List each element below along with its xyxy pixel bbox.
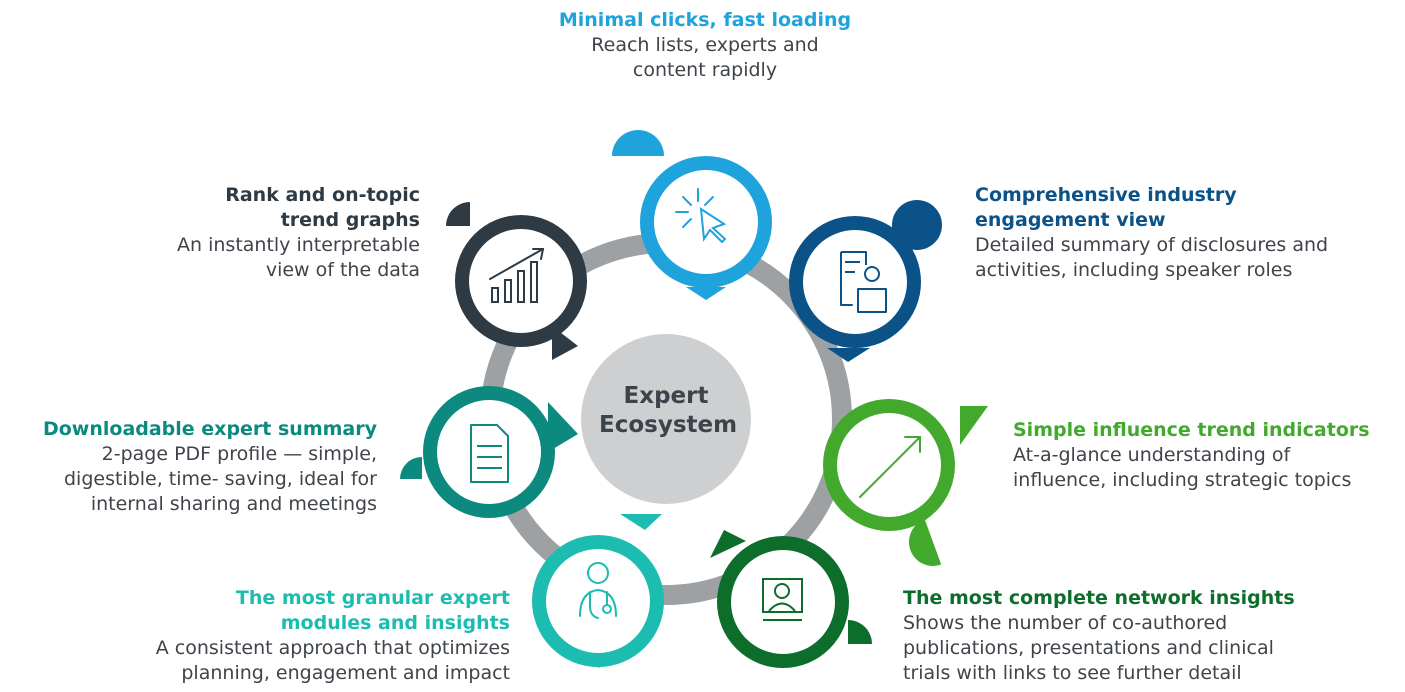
- feature-upper-right-title-line1: Comprehensive industry: [975, 184, 1237, 206]
- feature-left-desc-line3: internal sharing and meetings: [90, 493, 377, 515]
- feature-upper-right-title-line2: engagement view: [975, 209, 1166, 231]
- feature-top-desc-line1: Reach lists, experts and: [591, 34, 819, 56]
- feature-upper-left: Rank and on-topic trend graphs An instan…: [100, 183, 420, 283]
- cursor-click-icon: [675, 188, 727, 244]
- node-top: [612, 130, 772, 300]
- feature-upper-right-desc-line2: activities, including speaker roles: [975, 259, 1293, 281]
- feature-upper-right-desc-line1: Detailed summary of disclosures and: [975, 234, 1329, 256]
- feature-lower-right: The most complete network insights Shows…: [903, 586, 1383, 686]
- feature-right-title: Simple influence trend indicators: [1013, 419, 1370, 441]
- feature-upper-left-desc-line2: view of the data: [265, 259, 420, 281]
- feature-upper-left-title-line2: trend graphs: [280, 209, 420, 231]
- feature-lower-left-title-line1: The most granular expert: [235, 587, 510, 609]
- feature-top-title: Minimal clicks, fast loading: [558, 9, 852, 31]
- feature-right-desc-line1: At-a-glance understanding of: [1013, 444, 1291, 466]
- feature-lower-right-title: The most complete network insights: [903, 587, 1295, 609]
- bar-chart-icon: [489, 248, 545, 303]
- node-upper-right: [789, 200, 942, 362]
- feature-lower-right-desc-line1: Shows the number of co-authored: [903, 612, 1228, 634]
- center-label: Expert Ecosystem: [599, 382, 738, 440]
- document-icon: [470, 424, 509, 483]
- node-left: [400, 386, 578, 518]
- feature-left-desc-line2: digestible, time- saving, ideal for: [63, 468, 377, 490]
- feature-lower-left: The most granular expert modules and ins…: [50, 586, 510, 686]
- presenter-icon: [762, 578, 803, 621]
- feature-right: Simple influence trend indicators At-a-g…: [1013, 418, 1403, 493]
- feature-lower-left-desc-line2: planning, engagement and impact: [181, 662, 510, 684]
- center-label-line1: Expert: [623, 383, 709, 409]
- feature-upper-left-title-line1: Rank and on-topic: [225, 184, 420, 206]
- feature-top-desc-line2: content rapidly: [632, 59, 778, 81]
- node-lower-left: [532, 514, 664, 668]
- node-right: [823, 399, 988, 566]
- feature-lower-right-desc-line3: trials with links to see further detail: [903, 662, 1242, 684]
- person-document-icon: [840, 251, 887, 313]
- feature-lower-left-title-line2: modules and insights: [280, 612, 510, 634]
- feature-left: Downloadable expert summary 2-page PDF p…: [2, 417, 377, 517]
- feature-upper-right: Comprehensive industry engagement view D…: [975, 183, 1395, 283]
- feature-top: Minimal clicks, fast loading Reach lists…: [505, 8, 905, 83]
- feature-upper-left-desc-line1: An instantly interpretable: [177, 234, 420, 256]
- feature-lower-left-desc-line1: A consistent approach that optimizes: [155, 637, 510, 659]
- feature-left-title: Downloadable expert summary: [42, 418, 377, 440]
- center-circle: [581, 334, 751, 504]
- node-upper-left: [446, 202, 587, 360]
- node-lower-right: [710, 530, 872, 668]
- feature-right-desc-line2: influence, including strategic topics: [1013, 469, 1352, 491]
- feature-left-desc-line1: 2-page PDF profile — simple,: [101, 443, 377, 465]
- doctor-icon: [579, 562, 617, 619]
- trend-arrow-icon: [859, 436, 921, 498]
- feature-lower-right-desc-line2: publications, presentations and clinical: [903, 637, 1274, 659]
- center-label-line2: Ecosystem: [599, 412, 738, 438]
